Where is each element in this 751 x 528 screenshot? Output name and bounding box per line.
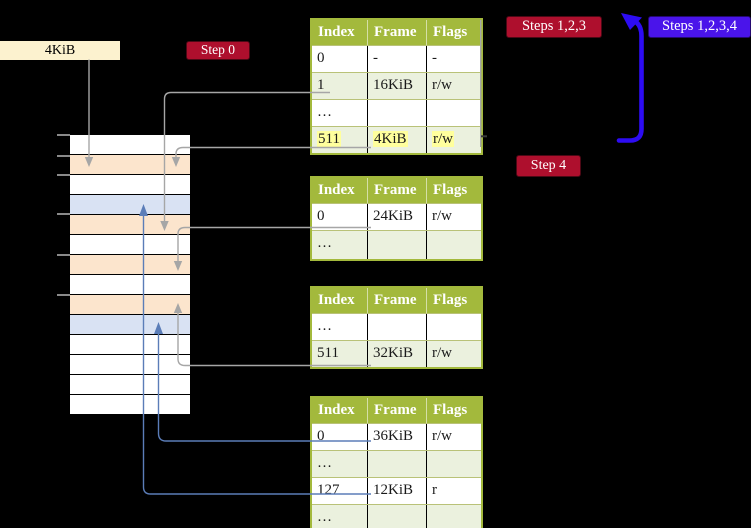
- col-index: Index: [312, 288, 368, 313]
- physical-memory-stack: [70, 135, 190, 415]
- table-header: Index Frame Flags: [312, 398, 481, 423]
- memory-row: [70, 135, 190, 155]
- highlighted-cell: 511: [317, 131, 341, 147]
- memory-tick: [57, 155, 70, 157]
- table-row: 1 16KiB r/w: [312, 72, 481, 99]
- memory-row: [70, 395, 190, 415]
- col-frame: Frame: [368, 178, 427, 203]
- table-row: …: [312, 313, 481, 340]
- col-frame: Frame: [368, 20, 427, 45]
- step0-badge: Step 0: [186, 41, 250, 60]
- table-header: Index Frame Flags: [312, 288, 481, 313]
- memory-row: [70, 295, 190, 315]
- table-header: Index Frame Flags: [312, 178, 481, 203]
- memory-row: [70, 355, 190, 375]
- memory-tick: [57, 134, 70, 136]
- memory-tick: [57, 254, 70, 256]
- memory-tick: [57, 174, 70, 176]
- memory-row: [70, 255, 190, 275]
- col-flags: Flags: [433, 292, 468, 308]
- page-table-2: Index Frame Flags 0 24KiB r/w …: [310, 176, 483, 261]
- col-frame: Frame: [368, 398, 427, 423]
- table-row: …: [312, 504, 481, 528]
- table-row: 511 32KiB r/w: [312, 340, 481, 367]
- col-index: Index: [312, 20, 368, 45]
- table-header: Index Frame Flags: [312, 20, 481, 45]
- col-frame: Frame: [368, 288, 427, 313]
- highlighted-cell: 4KiB: [373, 131, 408, 147]
- page-table-4: Index Frame Flags 0 36KiB r/w … 127 12Ki…: [310, 396, 483, 528]
- col-index: Index: [312, 398, 368, 423]
- memory-row: [70, 195, 190, 215]
- frame-size-label: 4KiB: [0, 41, 120, 60]
- highlighted-cell: r/w: [432, 131, 454, 147]
- col-flags: Flags: [433, 24, 468, 40]
- table-row: 0 24KiB r/w: [312, 203, 481, 230]
- table-row-recursive-entry: 511 4KiB r/w: [312, 126, 481, 153]
- memory-tick: [57, 213, 70, 215]
- page-table-3: Index Frame Flags … 511 32KiB r/w: [310, 286, 483, 369]
- table-row: …: [312, 450, 481, 477]
- col-index: Index: [312, 178, 368, 203]
- page-table-1: Index Frame Flags 0 - - 1 16KiB r/w … 51…: [310, 18, 483, 155]
- table-row: 0 36KiB r/w: [312, 423, 481, 450]
- steps1234-badge: Steps 1,2,3,4: [648, 16, 751, 38]
- recursive-loop-arrow: [616, 13, 644, 143]
- memory-row: [70, 155, 190, 175]
- memory-row: [70, 375, 190, 395]
- col-flags: Flags: [433, 402, 468, 418]
- memory-row: [70, 315, 190, 335]
- steps123-badge: Steps 1,2,3: [506, 16, 602, 38]
- table-row: …: [312, 99, 481, 126]
- memory-row: [70, 175, 190, 195]
- memory-row: [70, 215, 190, 235]
- col-flags: Flags: [433, 182, 468, 198]
- memory-row: [70, 335, 190, 355]
- step4-badge: Step 4: [516, 155, 581, 177]
- memory-row: [70, 275, 190, 295]
- memory-tick: [57, 294, 70, 296]
- memory-row: [70, 235, 190, 255]
- table-row: …: [312, 230, 481, 259]
- table-row: 127 12KiB r: [312, 477, 481, 504]
- table-row: 0 - -: [312, 45, 481, 72]
